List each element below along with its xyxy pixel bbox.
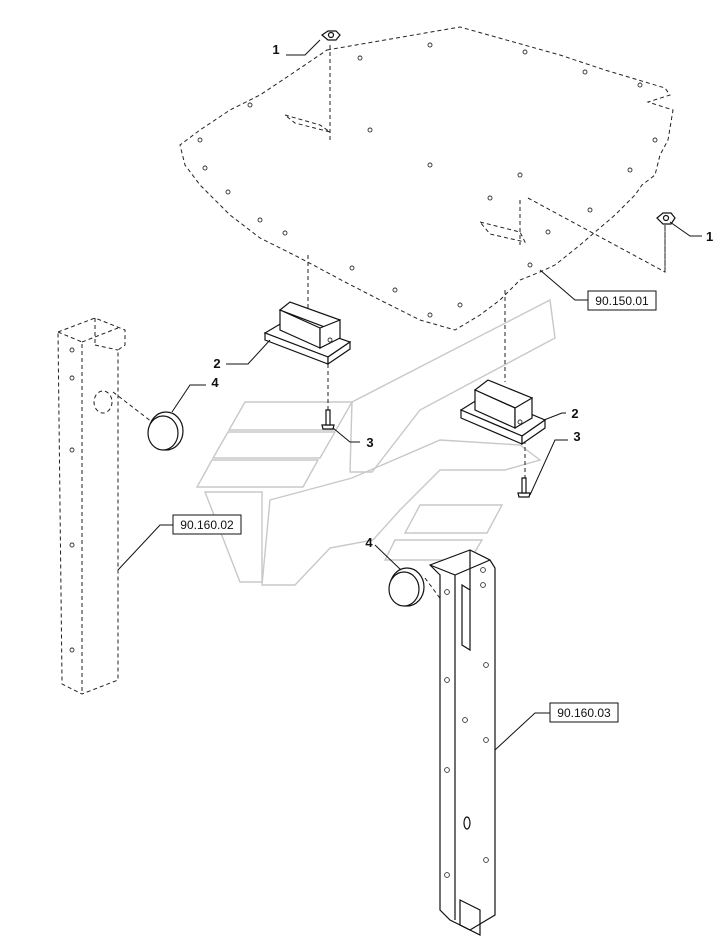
callout-3-right: 3 [529, 429, 581, 496]
bolt-right [517, 477, 531, 498]
callout-number: 2 [571, 406, 578, 421]
callout-number: 3 [366, 435, 373, 450]
hex-nut-top [320, 30, 341, 41]
plug-left [147, 411, 184, 451]
rubber-mount-right [459, 379, 547, 446]
ref-90-160-02[interactable]: 90.160.02 [117, 514, 242, 571]
callout-1-right: 1 [669, 221, 713, 244]
hex-nut-right [656, 212, 676, 225]
ref-90-150-01[interactable]: 90.150.01 [539, 269, 657, 311]
callout-number: 4 [211, 375, 219, 390]
callout-number: 1 [272, 42, 279, 57]
plug-right [388, 567, 425, 607]
callout-4-left: 4 [171, 375, 219, 413]
callout-number: 1 [706, 229, 713, 244]
callout-2-left: 2 [213, 339, 271, 371]
ref-label: 90.160.03 [557, 706, 611, 720]
watermark-logo [195, 298, 556, 586]
callout-3-left: 3 [332, 427, 374, 450]
rubber-mount-left [263, 301, 352, 366]
ref-90-160-03[interactable]: 90.160.03 [494, 702, 619, 751]
callout-4-right: 4 [365, 535, 402, 571]
callout-1-top: 1 [272, 39, 321, 57]
left-column [57, 317, 126, 695]
bolt-left [321, 409, 335, 430]
ref-label: 90.160.02 [180, 518, 234, 532]
right-column [428, 549, 496, 936]
callout-number: 3 [573, 429, 580, 444]
callout-number: 4 [365, 535, 373, 550]
cover-plate [179, 26, 674, 331]
callout-number: 2 [213, 356, 220, 371]
ref-label: 90.150.01 [595, 294, 649, 308]
callout-2-right: 2 [543, 406, 579, 421]
